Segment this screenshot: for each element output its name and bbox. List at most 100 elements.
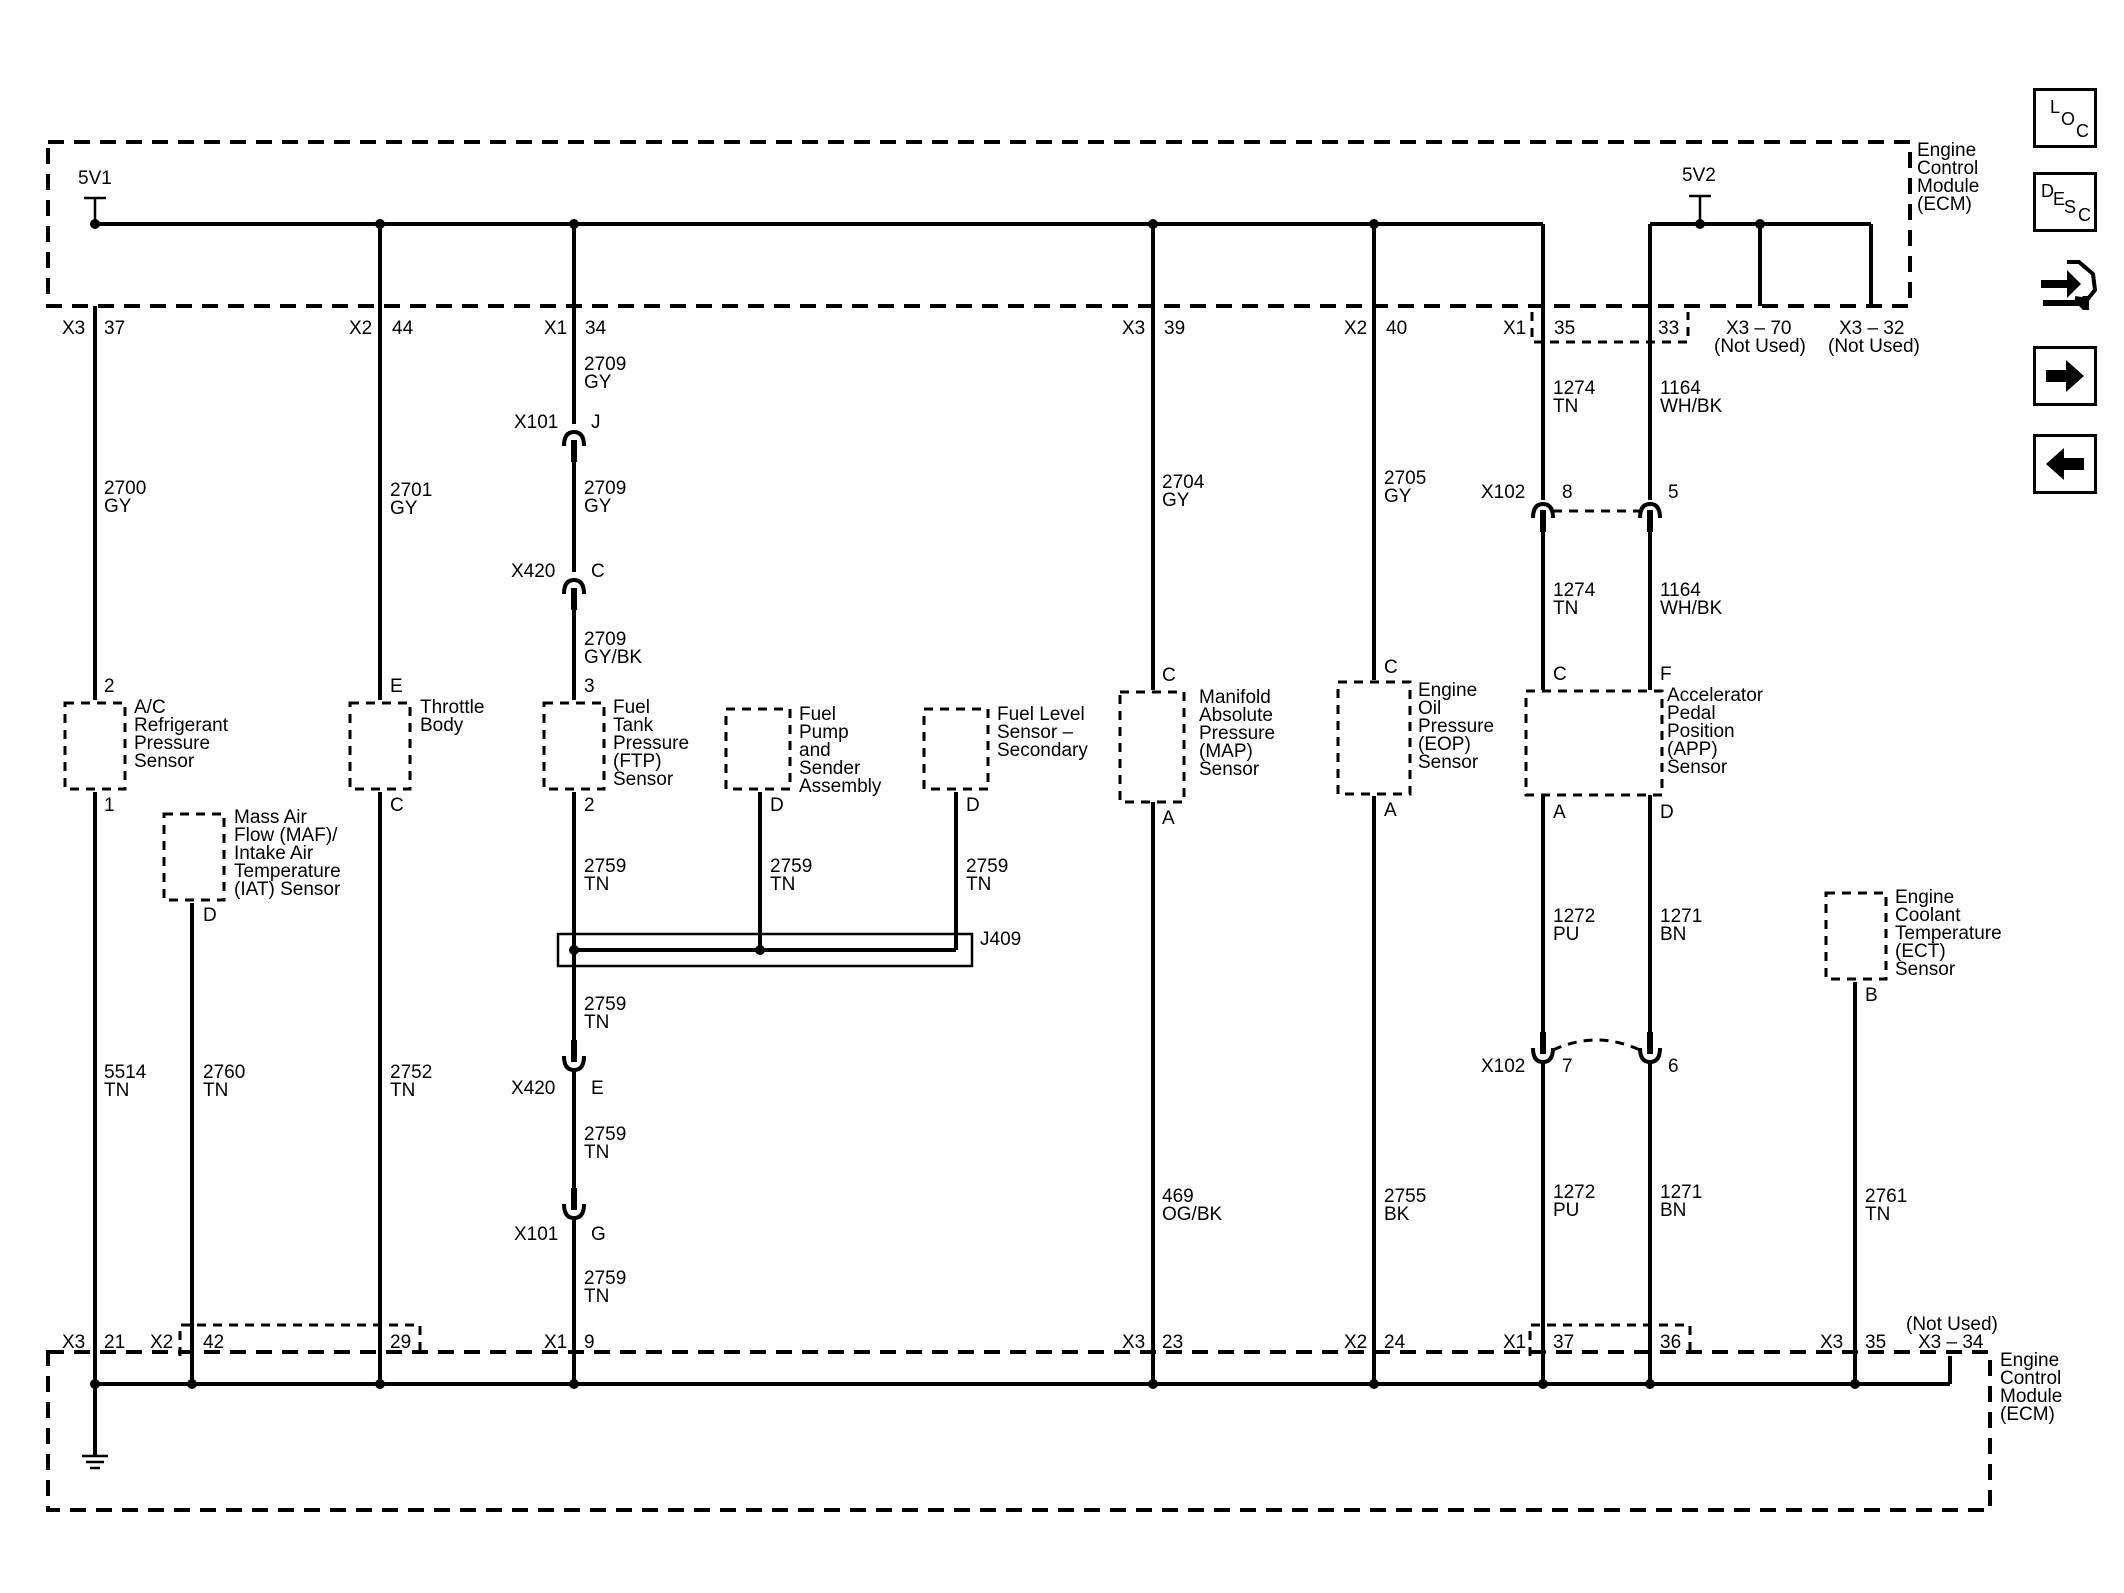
maf-label-1: Mass Air (234, 807, 308, 828)
wire-1272b-circuit: 1272 (1553, 1182, 1595, 1203)
gnd-node-1 (90, 1379, 100, 1389)
app-label-1: Accelerator (1667, 685, 1764, 706)
x102-8-connector (1531, 501, 1555, 519)
bottom-conn-4: X1 (544, 1332, 567, 1353)
wire-2709c-color: GY/BK (584, 647, 642, 668)
wire-2709b-color: GY (584, 496, 612, 517)
top-conn-5: X2 (1344, 318, 1367, 339)
top-pin-6: 35 (1554, 318, 1575, 339)
wire-2759f-color: TN (584, 1286, 609, 1307)
x420-c-name: X420 (511, 561, 555, 582)
maf-label-3: Intake Air (234, 843, 314, 864)
bottom-pin-6: 24 (1384, 1332, 1406, 1353)
wire-2759d-circuit: 2759 (584, 994, 626, 1015)
level-label-2: Sensor – (997, 722, 1073, 743)
ecm-top-label-3: Module (1917, 176, 1979, 197)
bottom-conn-7: X1 (1503, 1332, 1526, 1353)
map-top-pin: C (1162, 665, 1176, 686)
ac-bottom-pin: 1 (104, 795, 115, 816)
x420-e-pin-label: E (591, 1078, 604, 1099)
forward-button[interactable] (2033, 346, 2097, 406)
description-button[interactable]: D E S C (2033, 172, 2097, 232)
wire-5514-circuit: 5514 (104, 1062, 147, 1083)
app-label-4: (APP) (1667, 739, 1718, 760)
top-conn-4: X3 (1122, 318, 1145, 339)
repair-tools-glyph (2041, 260, 2098, 310)
repair-tools-icon[interactable] (2035, 256, 2099, 320)
ftp-sensor (542, 701, 606, 791)
ect-label-5: Sensor (1895, 959, 1956, 980)
wire-5514-color: TN (104, 1080, 129, 1101)
bottom-conn-2: X2 (150, 1332, 173, 1353)
wire-2752-color: TN (390, 1080, 415, 1101)
ftp-label-5: Sensor (613, 769, 674, 790)
j409-node-ftp (569, 945, 579, 955)
wire-2759c-circuit: 2759 (966, 856, 1008, 877)
arrow-right-icon (2046, 360, 2084, 392)
fuel-level-sensor-secondary (922, 707, 990, 791)
wire-2700-color: GY (104, 496, 132, 517)
wire-2759c-color: TN (966, 874, 991, 895)
bottom-pin-9: 35 (1865, 1332, 1886, 1353)
maf-label-4: Temperature (234, 861, 341, 882)
x420-c-connector (562, 577, 586, 595)
x420-c-pin-label: C (591, 561, 605, 582)
pump-label-1: Fuel (799, 704, 836, 725)
wire-2759a-circuit: 2759 (584, 856, 626, 877)
x101-g-pin-label: G (591, 1224, 606, 1245)
j409-label: J409 (980, 929, 1021, 950)
map-sensor (1118, 690, 1186, 804)
ac-top-pin: 2 (104, 676, 115, 697)
ac-label-1: A/C (134, 697, 166, 718)
wire-2759d-color: TN (584, 1012, 609, 1033)
ecm-bottom-label-2: Control (2000, 1368, 2061, 1389)
wire-1271a-color: BN (1660, 924, 1686, 945)
back-button[interactable] (2033, 434, 2097, 494)
ftp-top-pin: 3 (584, 676, 595, 697)
wire-1274b-color: TN (1553, 598, 1578, 619)
5v2-label: 5V2 (1682, 165, 1716, 186)
desc-letter-s: S (2064, 197, 2077, 217)
wire-1274a-circuit: 1274 (1553, 378, 1596, 399)
ac-label-2: Refrigerant (134, 715, 229, 736)
bottom-pin-8: 36 (1660, 1332, 1681, 1353)
throttle-bottom-pin: C (390, 795, 404, 816)
wire-2709c-circuit: 2709 (584, 629, 626, 650)
bottom-pin-1: 21 (104, 1332, 125, 1353)
ac-sensor (63, 701, 127, 791)
desc-letter-e: E (2053, 189, 2066, 209)
not-used-32-pin: X3 – 32 (1839, 318, 1905, 339)
gnd-node-8 (1645, 1379, 1655, 1389)
app-top-pin-2: F (1660, 664, 1672, 685)
app-label-2: Pedal (1667, 703, 1716, 724)
top-pin-4: 39 (1164, 318, 1185, 339)
app-bottom-pin-1: A (1553, 802, 1566, 823)
not-used-34-pin: X3 – 34 (1918, 1332, 1984, 1353)
top-pin-1: 37 (104, 318, 125, 339)
pump-label-5: Assembly (799, 776, 882, 797)
ecm-top-label-4: (ECM) (1917, 194, 1972, 215)
maf-sensor (162, 812, 226, 902)
pump-label-4: Sender (799, 758, 861, 779)
eop-label-1: Engine (1418, 680, 1477, 701)
ecm-bottom-label-1: Engine (2000, 1350, 2059, 1371)
maf-bottom-pin: D (203, 905, 217, 926)
gnd-node-2 (187, 1379, 197, 1389)
wire-2701-circuit: 2701 (390, 480, 432, 501)
j409-node-pump (755, 945, 765, 955)
map-label-1: Manifold (1199, 687, 1271, 708)
location-button[interactable]: L O C (2033, 88, 2097, 148)
top-conn-3: X1 (544, 318, 567, 339)
map-label-5: Sensor (1199, 759, 1260, 780)
bottom-conn-5: X3 (1122, 1332, 1145, 1353)
wire-2700-circuit: 2700 (104, 478, 146, 499)
throttle-label-1: Throttle (420, 697, 484, 718)
not-used-32-note: (Not Used) (1828, 336, 1920, 357)
ftp-label-3: Pressure (613, 733, 689, 754)
eop-label-3: Pressure (1418, 716, 1494, 737)
bus2-node-1 (1695, 219, 1705, 229)
desc-letter-c: C (2078, 205, 2091, 225)
top-pin-7: 33 (1658, 318, 1679, 339)
wire-469-color: OG/BK (1162, 1204, 1223, 1225)
wire-2759b-circuit: 2759 (770, 856, 812, 877)
